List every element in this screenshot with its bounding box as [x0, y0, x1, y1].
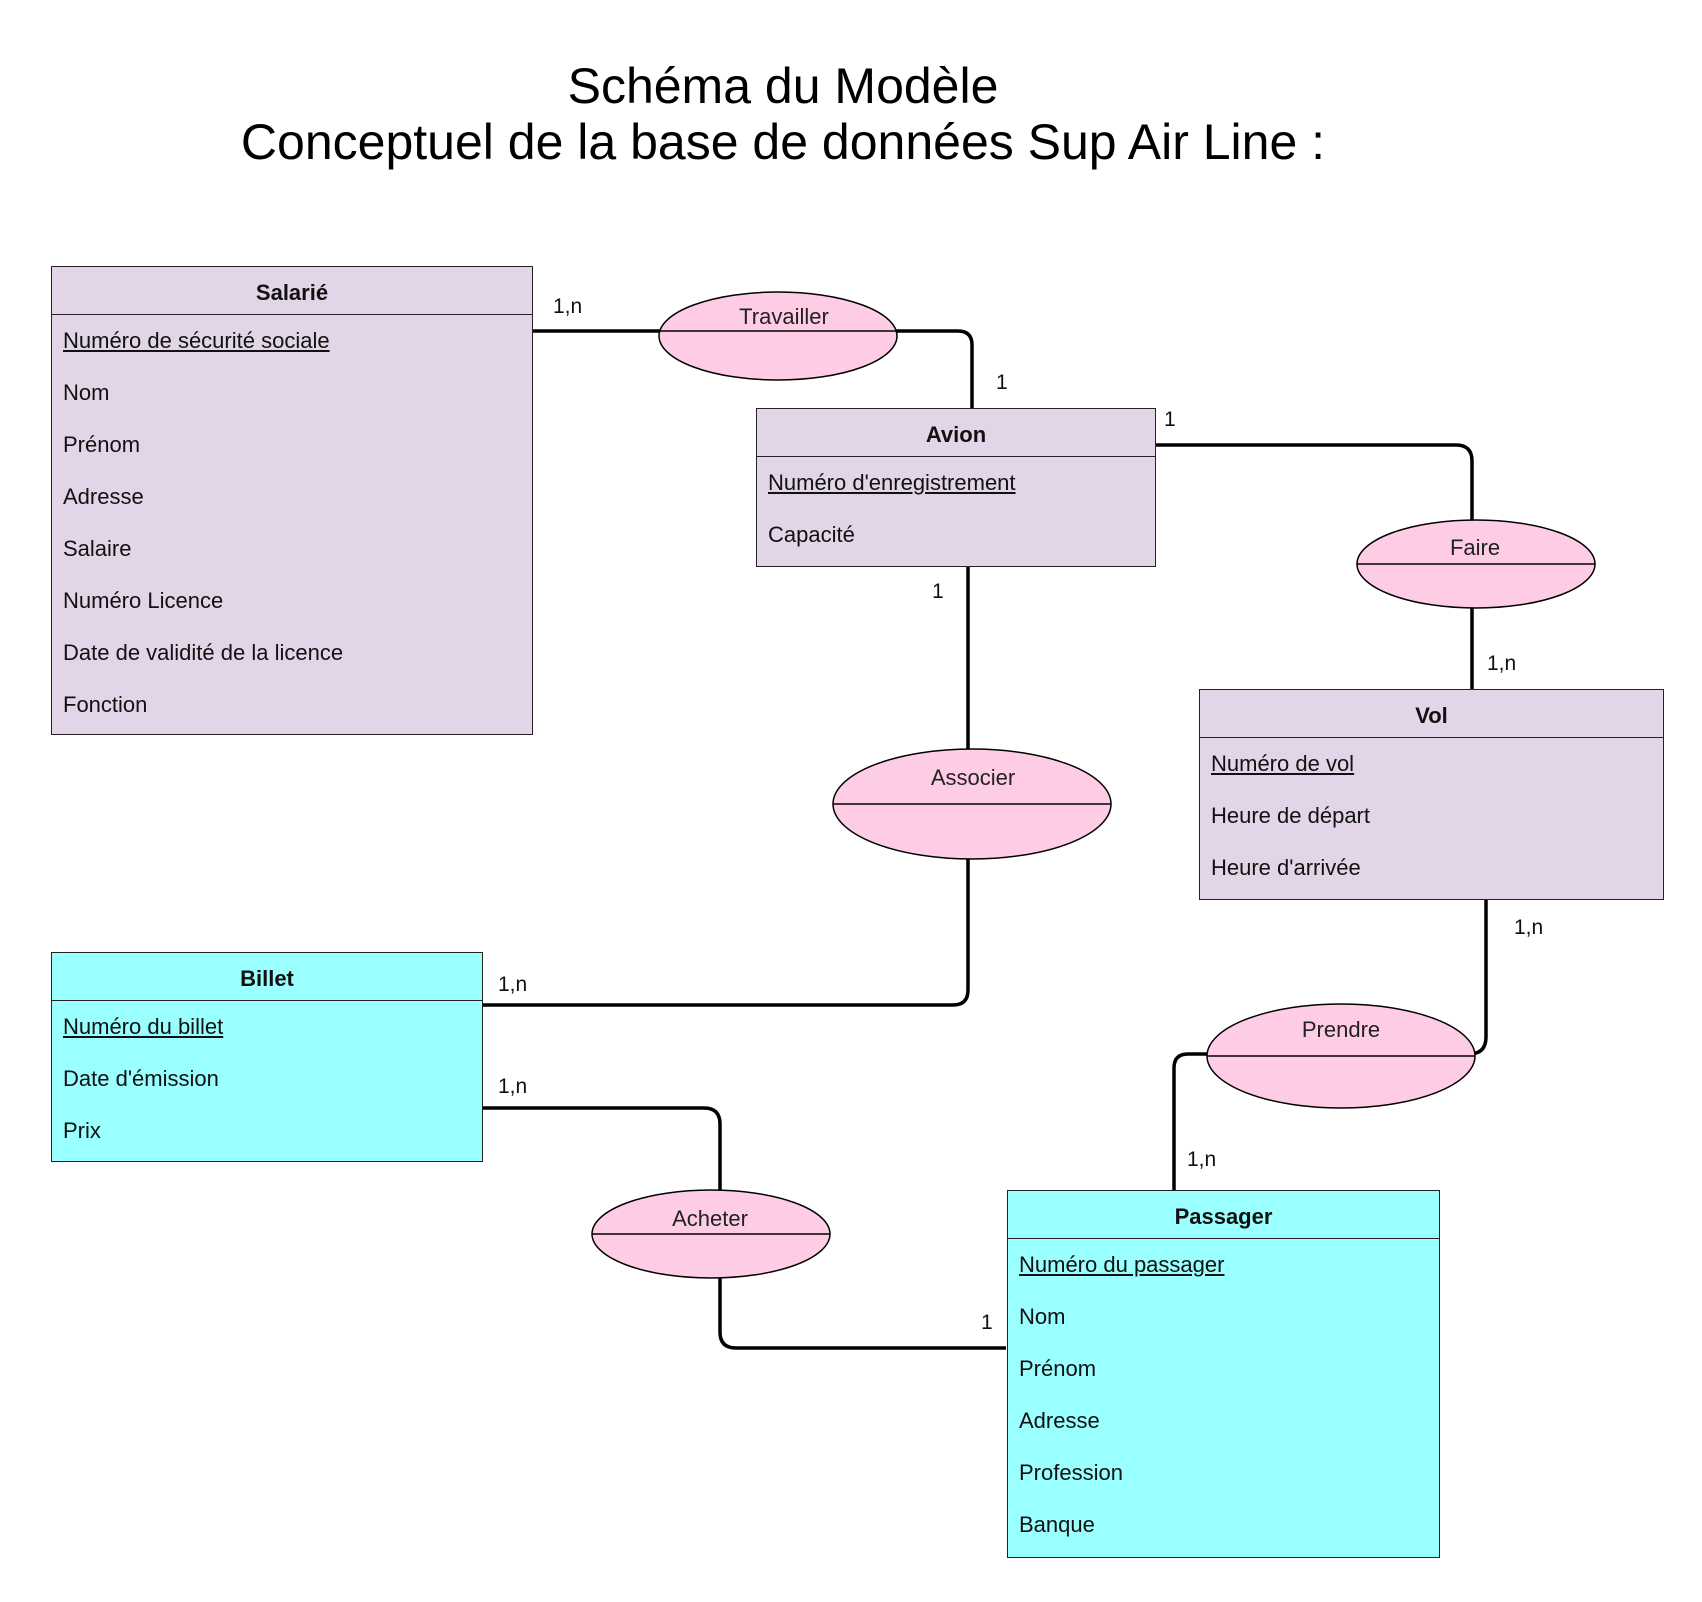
cardinality-avion-travailler: 1	[996, 371, 1008, 394]
attribute-nom: Nom	[1019, 1304, 1066, 1329]
entity-billet[interactable]: Billet Numéro du billet Date d'émission …	[51, 952, 483, 1162]
attribute-nom: Nom	[63, 380, 110, 405]
attribute-banque: Banque	[1019, 1512, 1095, 1537]
connector-vol-prendre	[1468, 899, 1488, 1056]
cardinality-billet-associer: 1,n	[498, 973, 528, 996]
connector-travailler-avion	[896, 329, 974, 408]
cardinality-vol-prendre: 1,n	[1514, 916, 1544, 939]
relation-associer-label: Associer	[931, 765, 1015, 790]
attribute-prix: Prix	[63, 1118, 101, 1143]
cardinality-billet-acheter: 1,n	[498, 1075, 528, 1098]
attribute-date-emission: Date d'émission	[63, 1066, 219, 1091]
attribute-salaire: Salaire	[63, 536, 132, 561]
attribute-numero-passager: Numéro du passager	[1019, 1252, 1225, 1277]
cardinality-vol-faire: 1,n	[1487, 652, 1517, 675]
diagram-title-line1: Schéma du Modèle	[567, 58, 999, 114]
attribute-numero-securite-sociale: Numéro de sécurité sociale	[63, 328, 330, 353]
relation-faire-label: Faire	[1450, 535, 1500, 560]
relation-prendre[interactable]: Prendre	[1206, 1003, 1476, 1109]
attribute-adresse: Adresse	[63, 484, 144, 509]
relation-prendre-label: Prendre	[1302, 1017, 1380, 1042]
attribute-heure-depart: Heure de départ	[1211, 803, 1370, 828]
connector-prendre-passager	[1172, 1052, 1208, 1190]
cardinality-avion-associer: 1	[932, 580, 944, 603]
entity-passager[interactable]: Passager Numéro du passager Nom Prénom A…	[1007, 1190, 1440, 1558]
attribute-numero-licence: Numéro Licence	[63, 588, 224, 613]
relation-acheter-label: Acheter	[672, 1206, 748, 1231]
cardinality-passager-prendre: 1,n	[1187, 1148, 1217, 1171]
connector-billet-acheter	[482, 1106, 722, 1190]
attribute-heure-arrivee: Heure d'arrivée	[1211, 855, 1361, 880]
attribute-capacite: Capacité	[768, 522, 855, 547]
entity-salarie[interactable]: Salarié Numéro de sécurité sociale Nom P…	[51, 266, 533, 735]
attribute-numero-vol: Numéro de vol	[1211, 751, 1355, 776]
attribute-prenom: Prénom	[63, 432, 141, 457]
relation-acheter[interactable]: Acheter	[591, 1189, 831, 1279]
entity-passager-title: Passager	[1008, 1191, 1439, 1239]
connector-associer-billet	[482, 859, 970, 1007]
attribute-profession: Profession	[1019, 1460, 1123, 1485]
connector-avion-faire	[1153, 443, 1474, 520]
cardinality-passager-acheter: 1	[981, 1311, 993, 1334]
relation-faire[interactable]: Faire	[1356, 519, 1596, 609]
relation-associer[interactable]: Associer	[832, 748, 1112, 860]
entity-avion[interactable]: Avion Numéro d'enregistrement Capacité	[756, 408, 1156, 567]
attribute-numero-billet: Numéro du billet	[63, 1014, 224, 1039]
cardinality-avion-faire: 1	[1164, 408, 1176, 431]
entity-vol[interactable]: Vol Numéro de vol Heure de départ Heure …	[1199, 689, 1664, 900]
entity-vol-title: Vol	[1200, 690, 1663, 738]
connector-acheter-passager	[718, 1278, 1006, 1350]
attribute-numero-enregistrement: Numéro d'enregistrement	[768, 470, 1016, 495]
entity-avion-title: Avion	[757, 409, 1155, 457]
cardinality-salarie-travailler: 1,n	[553, 295, 583, 318]
relation-travailler[interactable]: Travailler	[658, 291, 898, 381]
relation-travailler-label: Travailler	[739, 304, 829, 329]
diagram-title-line2: Conceptuel de la base de données Sup Air…	[240, 114, 1326, 170]
entity-billet-title: Billet	[52, 953, 482, 1001]
attribute-prenom: Prénom	[1019, 1356, 1097, 1381]
attribute-date-validite-licence: Date de validité de la licence	[63, 640, 344, 665]
attribute-adresse: Adresse	[1019, 1408, 1100, 1433]
entity-salarie-title: Salarié	[52, 267, 532, 315]
attribute-fonction: Fonction	[63, 692, 148, 717]
